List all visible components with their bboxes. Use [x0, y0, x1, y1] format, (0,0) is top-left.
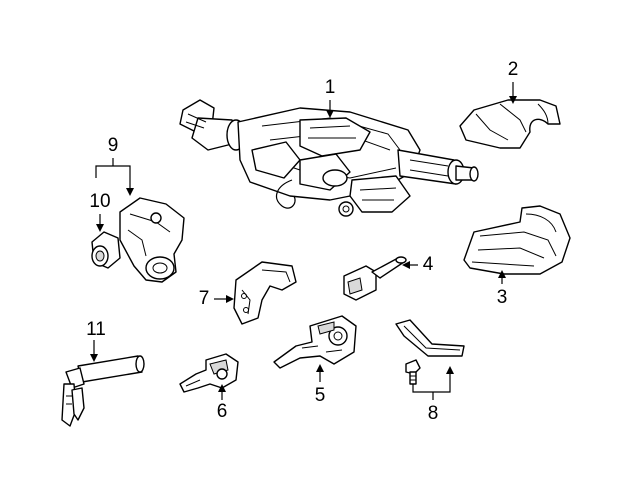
callout-6: 6	[217, 401, 228, 422]
lower-steering-column-shroud	[463, 205, 571, 275]
ignition-lock-housing	[119, 197, 185, 283]
callout-9: 9	[108, 135, 119, 156]
key-and-lock-cylinder	[61, 355, 145, 427]
upper-steering-column-shroud	[459, 99, 561, 149]
wiper-switch	[273, 315, 357, 369]
callout-5: 5	[315, 385, 326, 406]
callout-2: 2	[508, 59, 519, 80]
callout-10: 10	[89, 191, 110, 212]
callout-3: 3	[497, 287, 508, 308]
lock-cylinder	[91, 231, 121, 269]
ignition-switch	[179, 353, 239, 393]
callout-labels: 1 2 3 4 5 6 7 8 9 10 11	[86, 59, 518, 424]
callout-4: 4	[423, 254, 434, 275]
steering-column-assembly	[179, 99, 479, 217]
callout-8: 8	[428, 403, 439, 424]
leader-lines	[90, 82, 517, 400]
callout-1: 1	[325, 77, 336, 98]
turn-signal-switch	[343, 256, 407, 301]
callout-7: 7	[199, 288, 210, 309]
callout-11: 11	[86, 319, 106, 340]
shroud-bracket-and-bolt	[395, 319, 465, 385]
column-bracket	[233, 261, 297, 325]
